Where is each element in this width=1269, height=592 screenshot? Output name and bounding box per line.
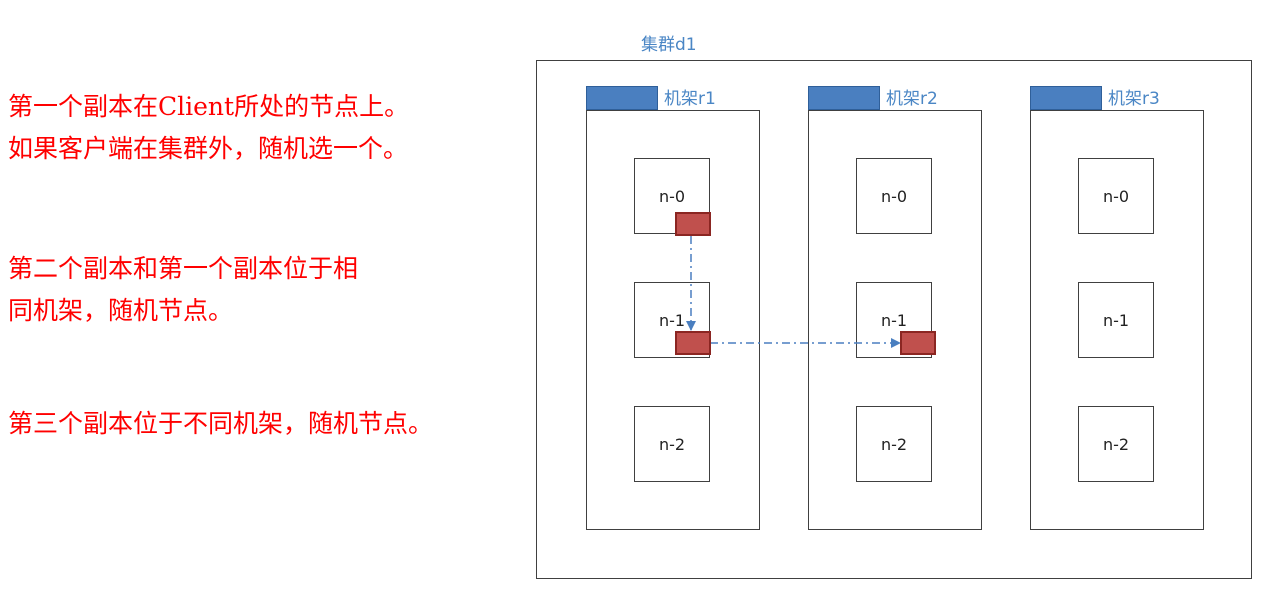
rack-r2-node-0: n-0 bbox=[856, 158, 932, 234]
note-first-line-1: 第一个副本在Client所处的节点上。 bbox=[8, 92, 410, 121]
rack-r3-node-1: n-1 bbox=[1078, 282, 1154, 358]
note-first-line-2: 如果客户端在集群外，随机选一个。 bbox=[8, 134, 409, 163]
note-first-replica: 第一个副本在Client所处的节点上。 如果客户端在集群外，随机选一个。 bbox=[8, 86, 409, 170]
rack-r3-box bbox=[1030, 110, 1204, 530]
rack-r2-tab bbox=[808, 86, 880, 110]
replica-block-first bbox=[675, 212, 711, 236]
rack-r3-tab bbox=[1030, 86, 1102, 110]
rack-r2-label: 机架r2 bbox=[886, 89, 938, 109]
rack-r1-label: 机架r1 bbox=[664, 89, 716, 109]
replica-block-third bbox=[900, 331, 936, 355]
rack-r1-node-2: n-2 bbox=[634, 406, 710, 482]
rack-r2-node-2: n-2 bbox=[856, 406, 932, 482]
note-second-line-1: 第二个副本和第一个副本位于相 bbox=[8, 254, 359, 283]
note-second-replica: 第二个副本和第一个副本位于相 同机架，随机节点。 bbox=[8, 248, 358, 332]
cluster-title: 集群d1 bbox=[641, 35, 697, 55]
rack-r1-tab bbox=[586, 86, 658, 110]
note-second-line-2: 同机架，随机节点。 bbox=[8, 296, 234, 325]
rack-r3-label: 机架r3 bbox=[1108, 89, 1160, 109]
rack-r3-node-2: n-2 bbox=[1078, 406, 1154, 482]
note-third-replica: 第三个副本位于不同机架，随机节点。 bbox=[8, 403, 433, 445]
rack-r2-box bbox=[808, 110, 982, 530]
cluster-box bbox=[536, 60, 1252, 579]
note-third-line-1: 第三个副本位于不同机架，随机节点。 bbox=[8, 409, 434, 438]
rack-r3-node-0: n-0 bbox=[1078, 158, 1154, 234]
replica-block-second bbox=[675, 331, 711, 355]
rack-r1-box bbox=[586, 110, 760, 530]
